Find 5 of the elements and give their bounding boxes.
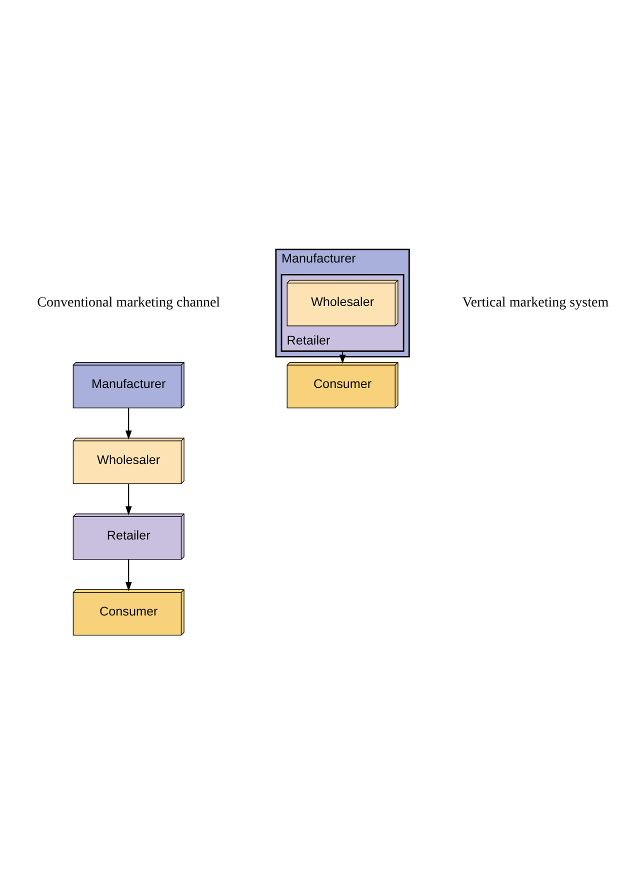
arrow — [125, 408, 132, 440]
label: Conventional marketing channel — [37, 296, 220, 311]
arrow — [125, 484, 132, 516]
label: Vertical marketing system — [462, 296, 609, 311]
arrow — [125, 559, 132, 592]
